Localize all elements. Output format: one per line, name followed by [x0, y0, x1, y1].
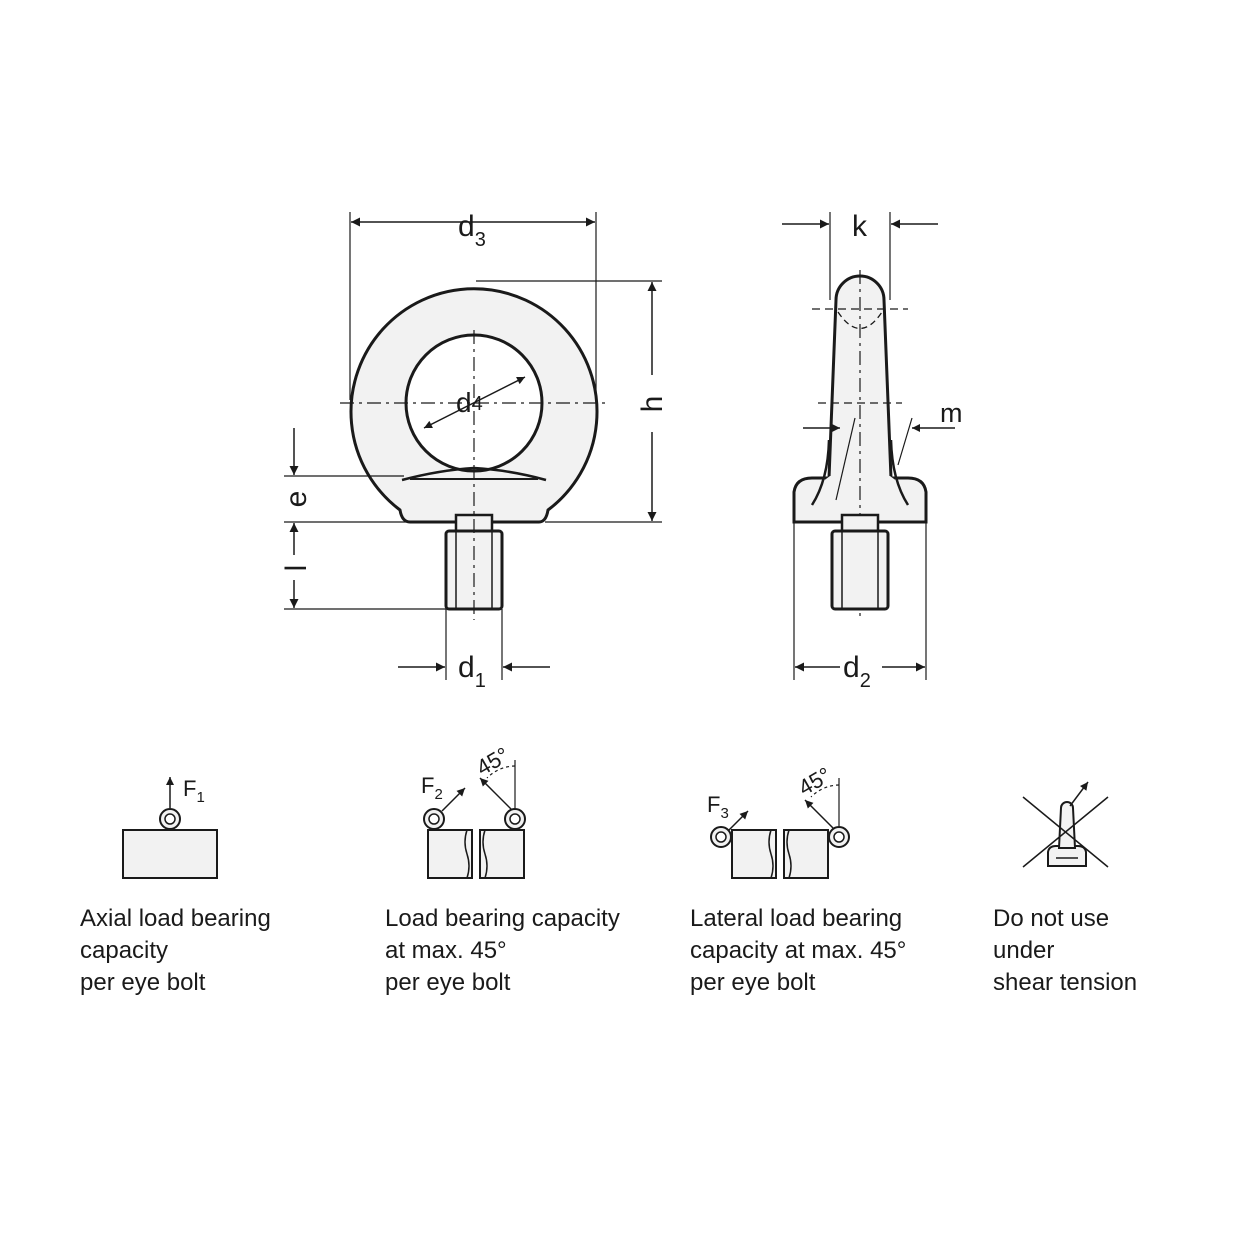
- d4-dimension-line: [423, 376, 526, 429]
- l-label: l: [280, 565, 313, 572]
- mini-eyebolt-base: [1047, 845, 1087, 867]
- force-label: F2: [421, 773, 443, 803]
- side-view: k m d2: [782, 210, 963, 692]
- load-case-angled: 45° F2: [421, 742, 526, 879]
- break-line-left: [464, 829, 470, 879]
- angle-arrow: [804, 799, 835, 830]
- force-arrow: [728, 810, 749, 831]
- m-leader-right: [897, 417, 913, 466]
- angle-arrow: [479, 777, 513, 811]
- threaded-shank: [444, 529, 504, 611]
- angle-arc: [810, 784, 840, 798]
- d1-label: d1: [458, 651, 486, 692]
- load-case-axial: F1: [122, 776, 218, 879]
- caption-line: capacity: [80, 937, 169, 964]
- load-case-lateral: 45° F3: [707, 762, 850, 879]
- caption-line: Lateral load bearing: [690, 905, 903, 932]
- force-label: F1: [183, 776, 205, 806]
- force-arrow: [1069, 781, 1089, 807]
- d4-label: d4: [456, 387, 483, 418]
- cross-icon: [1022, 796, 1109, 868]
- e-label: e: [280, 491, 313, 508]
- m-label: m: [940, 398, 963, 428]
- caption-line: per eye bolt: [80, 969, 206, 996]
- caption-line: under: [993, 937, 1055, 964]
- base-block: [122, 829, 218, 879]
- caption-line: capacity at max. 45°: [690, 937, 907, 964]
- fillet-right: [889, 439, 910, 506]
- caption-line: Axial load bearing: [80, 905, 271, 932]
- front-view: d3 d4 h e l d1: [280, 210, 669, 692]
- force-label: F3: [707, 792, 729, 822]
- eye-side-profile: [827, 274, 893, 480]
- angle-label: 45°: [794, 762, 835, 800]
- caption-lateral: Lateral load bearing capacity at max. 45…: [690, 903, 990, 999]
- caption-prohibited: Do not use under shear tension: [993, 903, 1213, 999]
- eye-hole-icon: [715, 831, 727, 843]
- caption-line: Do not use: [993, 905, 1110, 932]
- eye-hole-icon: [509, 813, 521, 825]
- caption-line: shear tension: [993, 969, 1138, 996]
- break-line-right: [482, 829, 488, 879]
- caption-line: per eye bolt: [690, 969, 816, 996]
- h-label: h: [636, 396, 669, 413]
- break-line-left: [768, 829, 774, 879]
- mini-eyebolt-shank: [1057, 801, 1077, 849]
- force-arrow: [441, 787, 466, 812]
- caption-line: Load bearing capacity: [385, 905, 620, 932]
- side-thread-collar: [840, 513, 880, 533]
- caption-line: per eye bolt: [385, 969, 511, 996]
- fillet-left: [810, 439, 831, 506]
- angle-arc: [486, 765, 516, 779]
- m-leader-left: [835, 417, 856, 501]
- caption-axial: Axial load bearing capacity per eye bolt: [80, 903, 380, 999]
- hidden-hole-arc: [837, 311, 883, 329]
- load-case-prohibited: [1022, 781, 1109, 868]
- k-label: k: [852, 210, 868, 243]
- eye-hole-icon: [164, 813, 176, 825]
- break-line-right: [786, 829, 792, 879]
- d3-label: d3: [458, 210, 486, 251]
- caption-angled: Load bearing capacity at max. 45° per ey…: [385, 903, 685, 999]
- side-threaded-shank: [830, 529, 890, 611]
- angle-label: 45°: [472, 742, 513, 780]
- eye-hole-icon: [833, 831, 845, 843]
- eye-hole-icon: [428, 813, 440, 825]
- d2-label: d2: [843, 651, 871, 692]
- caption-line: at max. 45°: [385, 937, 507, 964]
